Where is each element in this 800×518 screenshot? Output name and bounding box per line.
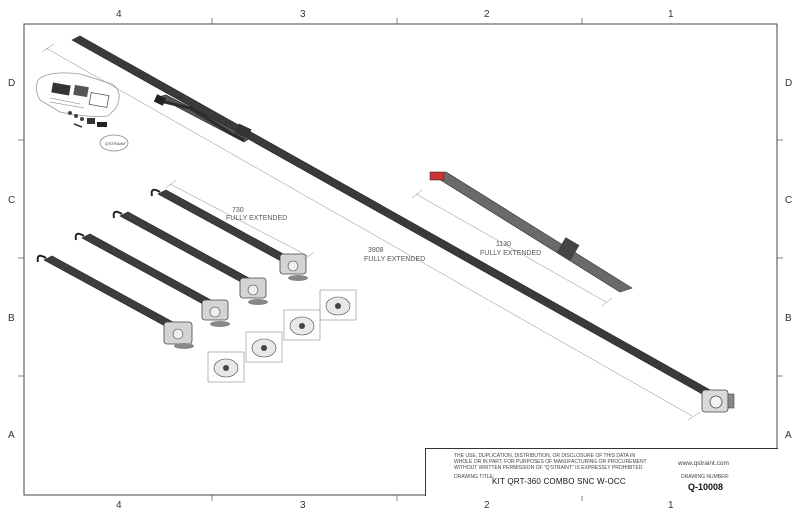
mid-strap-length-label: 1130 (496, 241, 511, 248)
company-website: www.qstraint.com (678, 460, 729, 467)
zone-left-d: D (8, 78, 16, 89)
zone-bottom-2: 2 (484, 500, 490, 511)
zone-left-a: A (8, 430, 15, 441)
zone-right-c: C (785, 195, 793, 206)
zone-right-b: B (785, 313, 792, 324)
zone-top-4: 4 (116, 9, 122, 20)
instruction-sheet (36, 72, 120, 117)
tie-down-strap-2 (112, 210, 268, 305)
short-strap-length-label: 730 (232, 207, 244, 214)
zone-right-d: D (785, 78, 793, 89)
zone-left-c: C (8, 195, 16, 206)
svg-text:Q'STRAINT: Q'STRAINT (105, 141, 127, 146)
notice-line-1: THE USE, DUPLICATION, DISTRIBUTION, OR D… (454, 453, 636, 459)
anchor-detail-4 (207, 351, 245, 383)
short-strap-extended-label: FULLY EXTENDED (226, 215, 287, 222)
anchor-detail-3 (245, 331, 283, 363)
zone-bottom-1: 1 (668, 500, 674, 511)
tie-down-strap-3 (74, 232, 230, 327)
mid-strap-dimension (411, 189, 613, 307)
zone-left-b: B (8, 313, 15, 324)
drawing-number-label: DRAWING NUMBER: (681, 474, 730, 480)
zone-bottom-4: 4 (116, 500, 122, 511)
zone-top-3: 3 (300, 9, 306, 20)
notice-line-2: WHOLE OR IN PART, FOR PURPOSES OF MANUFA… (454, 459, 647, 465)
zone-ticks (18, 18, 783, 501)
notice-line-3: WITHOUT WRITTEN PERMISSION OF "Q'STRAINT… (454, 465, 644, 471)
anchor-detail-2 (283, 309, 321, 341)
tie-down-strap-4 (36, 254, 194, 349)
zone-top-2: 2 (484, 9, 490, 20)
drawing-number: Q-10008 (688, 482, 724, 492)
zone-bottom-3: 3 (300, 500, 306, 511)
long-belt-extended-label: FULLY EXTENDED (364, 256, 425, 263)
hardware-parts: Q'STRAINT (68, 111, 129, 152)
long-belt-dimension (41, 43, 701, 421)
mid-strap-assembly (429, 171, 633, 293)
drawing-title-label: DRAWING TITLE: (454, 474, 495, 480)
zone-top-1: 1 (668, 9, 674, 20)
retractor-large (701, 389, 735, 413)
drawing-border (23, 23, 778, 496)
long-belt-assembly (71, 35, 735, 413)
anchor-detail-1 (319, 289, 357, 321)
short-strap-dimension (165, 179, 315, 261)
zone-right-a: A (785, 430, 792, 441)
mid-strap-extended-label: FULLY EXTENDED (480, 250, 541, 257)
long-belt-length-label: 3908 (368, 247, 384, 254)
title-block: THE USE, DUPLICATION, DISTRIBUTION, OR D… (425, 448, 778, 496)
tie-down-strap-1 (150, 188, 308, 281)
drawing-title: KIT QRT-360 COMBO SNC W-OCC (492, 477, 626, 486)
